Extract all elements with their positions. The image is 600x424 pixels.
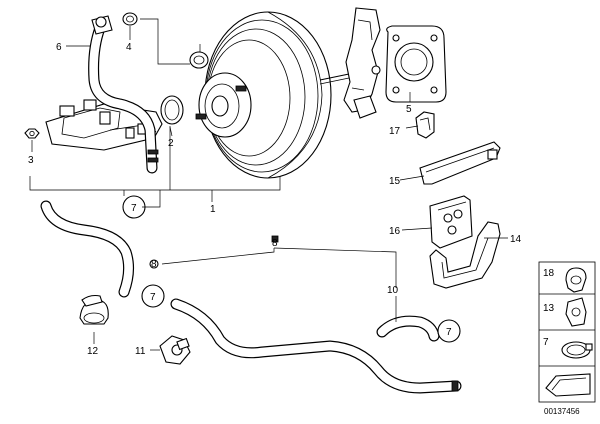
nut-3	[24, 128, 40, 139]
legend-label-18: 18	[543, 268, 555, 279]
check-valve-11	[159, 335, 191, 365]
legend-label-13: 13	[543, 303, 555, 314]
clip-17	[415, 111, 435, 139]
callout-8-b: 8	[272, 238, 278, 249]
document-number: 00137456	[544, 407, 580, 416]
legend-shim-icon	[545, 373, 591, 397]
callout-12: 12	[87, 346, 99, 357]
legend-label-7: 7	[543, 337, 549, 348]
callout-10: 10	[387, 285, 399, 296]
callout-14: 14	[510, 234, 522, 245]
seal-ring	[160, 95, 184, 125]
legend-clamp-18-icon	[565, 267, 587, 293]
clip-8	[149, 235, 279, 269]
parts-legend-panel: 18 13 7	[538, 261, 596, 403]
pedal-bracket	[319, 7, 381, 119]
leader-lines	[29, 18, 508, 351]
callout-4: 4	[126, 42, 132, 53]
vacuum-hose-10	[376, 315, 440, 342]
callout-1: 1	[210, 204, 216, 215]
callout-labels: 1 2 3 4 5 6 7 7 7 8 8 10 11 12 14 15 16 …	[28, 42, 522, 357]
callout-2: 2	[168, 138, 174, 149]
master-cylinder	[45, 99, 163, 151]
callout-17: 17	[389, 126, 401, 137]
bracket-16	[429, 195, 473, 249]
callout-16: 16	[389, 226, 401, 237]
callout-11: 11	[135, 346, 146, 357]
callout-7-a: 7	[131, 203, 137, 214]
hose-clamp-12	[79, 294, 109, 325]
callout-3: 3	[28, 155, 34, 166]
callout-6: 6	[56, 42, 62, 53]
holder-14	[429, 221, 501, 289]
callout-15: 15	[389, 176, 401, 187]
vacuum-line-left	[40, 200, 135, 298]
legend-clip-13-icon	[565, 297, 587, 327]
brake-booster	[189, 11, 332, 179]
callout-7-b: 7	[150, 292, 156, 303]
callout-circles	[122, 195, 461, 343]
callout-5: 5	[406, 104, 412, 115]
callout-7-c: 7	[446, 327, 452, 338]
gasket	[385, 25, 447, 103]
vacuum-line-main	[170, 298, 462, 394]
vacuum-hose-6	[88, 15, 159, 174]
callout-8-a: 8	[151, 259, 157, 270]
grommet-4	[122, 12, 138, 26]
bracket-rail	[419, 141, 501, 185]
